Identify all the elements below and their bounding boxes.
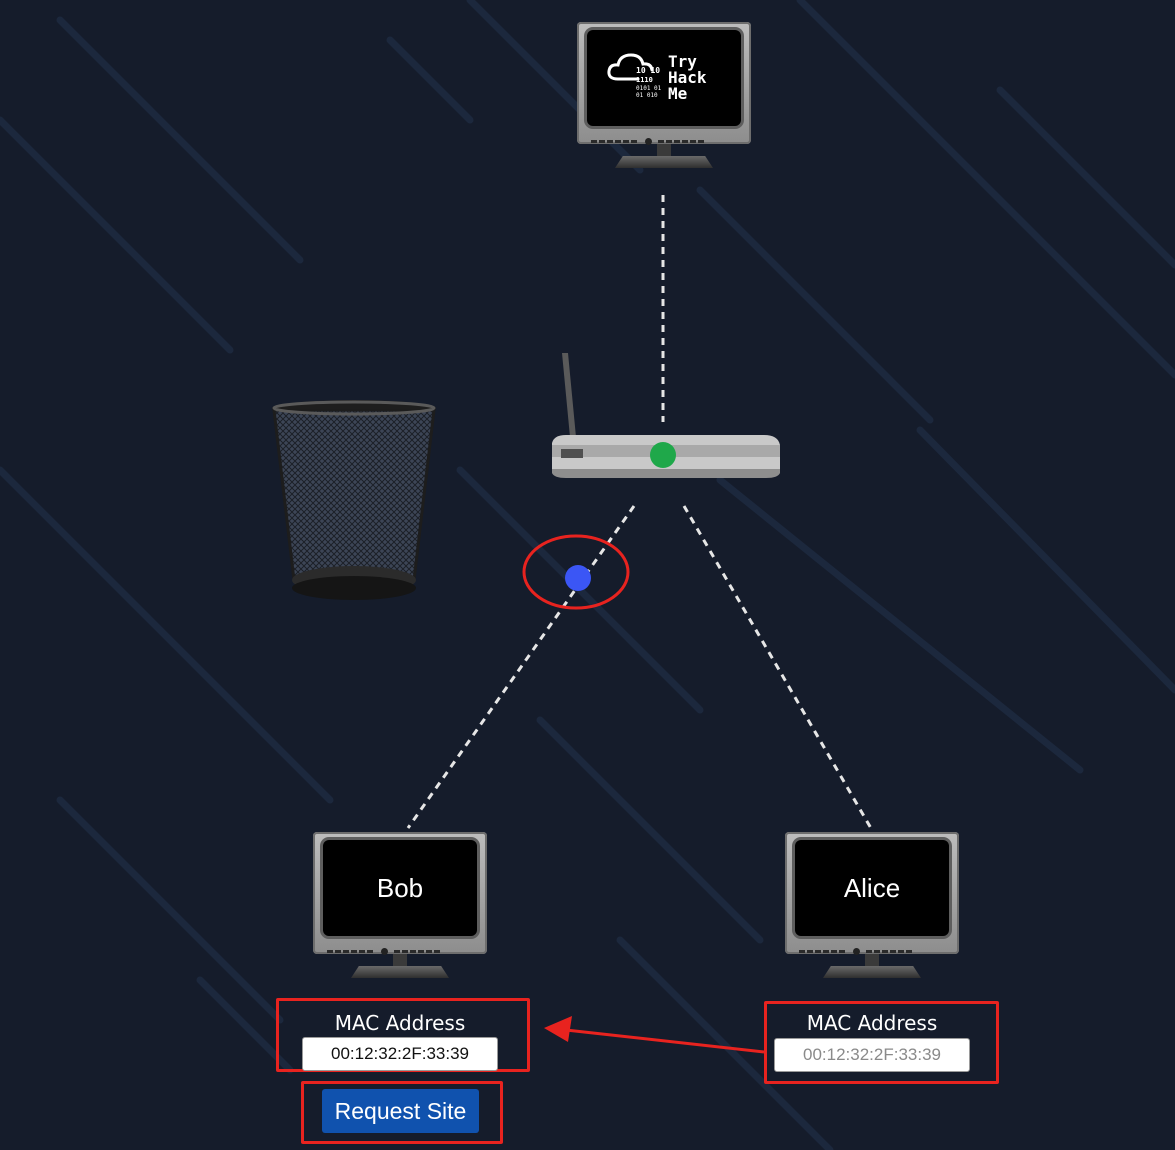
server-monitor: 10 10 1110 0101 01 01 010 Try Hack Me: [577, 22, 751, 172]
trash-bin-icon: [272, 400, 436, 600]
packet-highlight: [522, 534, 630, 610]
alice-label: Alice: [843, 872, 901, 903]
svg-text:Hack: Hack: [668, 68, 707, 87]
bob-screen: Bob: [323, 840, 477, 936]
link-router-bob: [406, 505, 636, 829]
request-site-button[interactable]: Request Site: [322, 1089, 479, 1133]
packet-dot-icon: [565, 565, 591, 591]
link-router-alice: [682, 505, 874, 831]
bob-monitor: Bob: [313, 832, 487, 982]
alice-screen: Alice: [795, 840, 949, 936]
svg-text:01 010: 01 010: [636, 92, 658, 99]
server-screen: 10 10 1110 0101 01 01 010 Try Hack Me: [587, 30, 741, 126]
svg-text:Me: Me: [668, 84, 687, 103]
bob-label: Bob: [376, 872, 424, 903]
svg-text:0101 01: 0101 01: [636, 85, 662, 92]
network-links: [406, 195, 874, 831]
alice-monitor: Alice: [785, 832, 959, 982]
request-button-highlight: [301, 1081, 503, 1144]
alice-mac-highlight: [764, 1001, 999, 1084]
svg-text:Try: Try: [668, 52, 697, 71]
alice-mac-label: MAC Address: [806, 1011, 938, 1035]
arrow-left-icon: [544, 1016, 765, 1054]
svg-text:1110: 1110: [636, 76, 653, 84]
alice-mac-field[interactable]: [774, 1038, 970, 1072]
bob-mac-field[interactable]: [302, 1037, 498, 1071]
svg-text:10 10: 10 10: [636, 66, 660, 75]
tryhackme-logo: 10 10 1110 0101 01 01 010 Try Hack Me: [607, 52, 707, 103]
bob-mac-label: MAC Address: [334, 1011, 466, 1035]
router-icon: [552, 353, 780, 478]
